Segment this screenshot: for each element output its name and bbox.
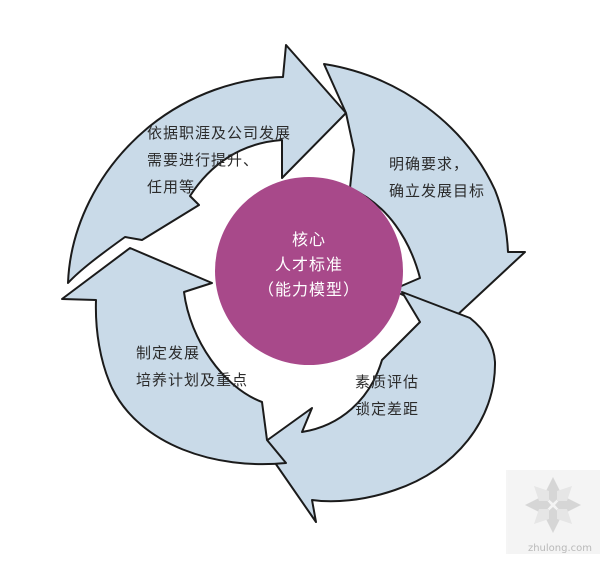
core-label: 核心 人才标准 （能力模型） <box>200 227 418 302</box>
step-1-label: 依据职涯及公司发展 需要进行提升、 任用等 <box>147 120 291 201</box>
cycle-arrow-2 <box>323 63 526 319</box>
step-4-line-1: 制定发展 <box>136 344 201 362</box>
cycle-arrow-1 <box>67 44 347 284</box>
step-2-line-2: 确立发展目标 <box>389 182 486 200</box>
cycle-arrow-3 <box>261 291 497 523</box>
core-line-1: 核心 <box>291 230 326 249</box>
cycle-arrow-4 <box>61 247 287 466</box>
step-3-line-1: 素质评估 <box>355 373 420 391</box>
step-3-label: 素质评估 锁定差距 <box>355 369 419 423</box>
step-4-line-2: 培养计划及重点 <box>136 371 249 389</box>
core-line-3: （能力模型） <box>257 280 360 299</box>
step-1-line-3: 任用等 <box>147 178 196 196</box>
core-circle <box>215 177 403 365</box>
step-2-line-1: 明确要求， <box>389 155 470 173</box>
step-1-line-2: 需要进行提升、 <box>147 151 260 169</box>
watermark-logo-icon <box>506 470 600 554</box>
watermark-text: zhulong.com <box>527 543 593 554</box>
core-line-2: 人才标准 <box>274 255 343 274</box>
step-2-label: 明确要求， 确立发展目标 <box>389 151 485 205</box>
step-3-line-2: 锁定差距 <box>355 400 420 418</box>
step-4-label: 制定发展 培养计划及重点 <box>136 340 248 394</box>
step-1-line-1: 依据职涯及公司发展 <box>147 124 292 142</box>
